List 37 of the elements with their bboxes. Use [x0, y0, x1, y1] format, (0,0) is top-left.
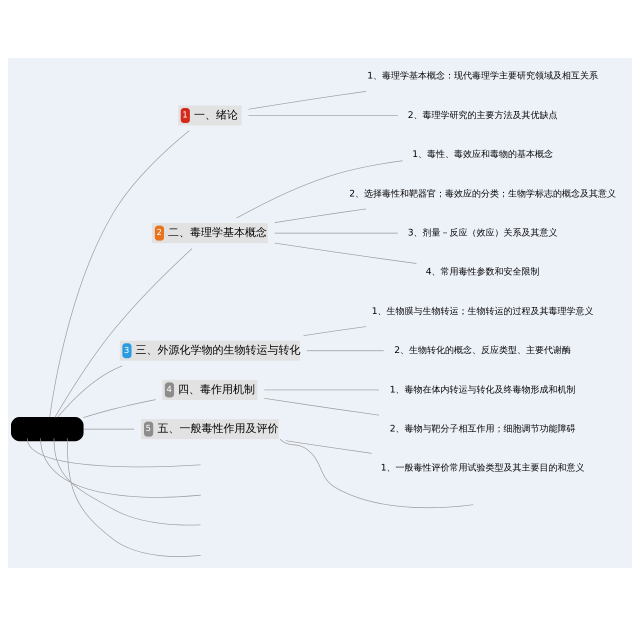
- node-text: 1、毒性、毒效应和毒物的基本概念: [412, 149, 554, 160]
- connector: [83, 428, 135, 430]
- connector: [26, 438, 201, 468]
- node-text: 4、常用毒性参数和安全限制: [426, 266, 540, 278]
- connector: [66, 438, 201, 557]
- connector: [274, 232, 398, 234]
- connector: [236, 160, 403, 218]
- node-box: 4 四、毒作用机制: [162, 380, 258, 400]
- connector: [274, 242, 417, 264]
- connector: [248, 115, 398, 116]
- connector: [54, 438, 201, 526]
- connector: [57, 365, 123, 418]
- node-box: 1 一、绪论: [178, 106, 242, 126]
- connector: [280, 438, 474, 508]
- connector: [274, 208, 366, 223]
- node-text: 2、毒理学研究的主要方法及其优缺点: [408, 110, 558, 121]
- connector: [49, 130, 190, 418]
- node-box: 5 五、一般毒性作用及评价: [141, 419, 279, 440]
- node-text: 2、毒物与靶分子相互作用；细胞调节功能障碍: [390, 423, 576, 434]
- connector: [40, 438, 202, 498]
- connector: [306, 350, 384, 352]
- node-text: 3、剂量－反应（效应）关系及其意义: [408, 227, 558, 238]
- node-box: 3 三、外源化学物的生物转运与转化: [120, 340, 300, 361]
- connector: [264, 398, 380, 416]
- node-box: 2 二、毒理学基本概念: [152, 223, 268, 244]
- connector: [303, 326, 366, 336]
- node-text: 2、选择毒性和靶器官；毒效应的分类；生物学标志的概念及其意义: [349, 188, 616, 200]
- connector: [54, 248, 192, 418]
- node-text: 1、毒物在体内转运与转化及终毒物形成和机制: [390, 384, 576, 396]
- node-text: 1、生物膜与生物转运；生物转运的过程及其毒理学意义: [372, 306, 594, 317]
- node-text: 1、毒理学基本概念：现代毒理学主要研究领域及相互关系: [367, 70, 598, 82]
- connector: [83, 399, 156, 418]
- node-box: [11, 417, 84, 442]
- connector: [285, 440, 372, 454]
- node-text: 2、生物转化的概念、反应类型、主要代谢酶: [394, 345, 572, 356]
- connector: [248, 91, 366, 110]
- node-text: 1、一般毒性评价常用试验类型及其主要目的和意义: [380, 462, 585, 474]
